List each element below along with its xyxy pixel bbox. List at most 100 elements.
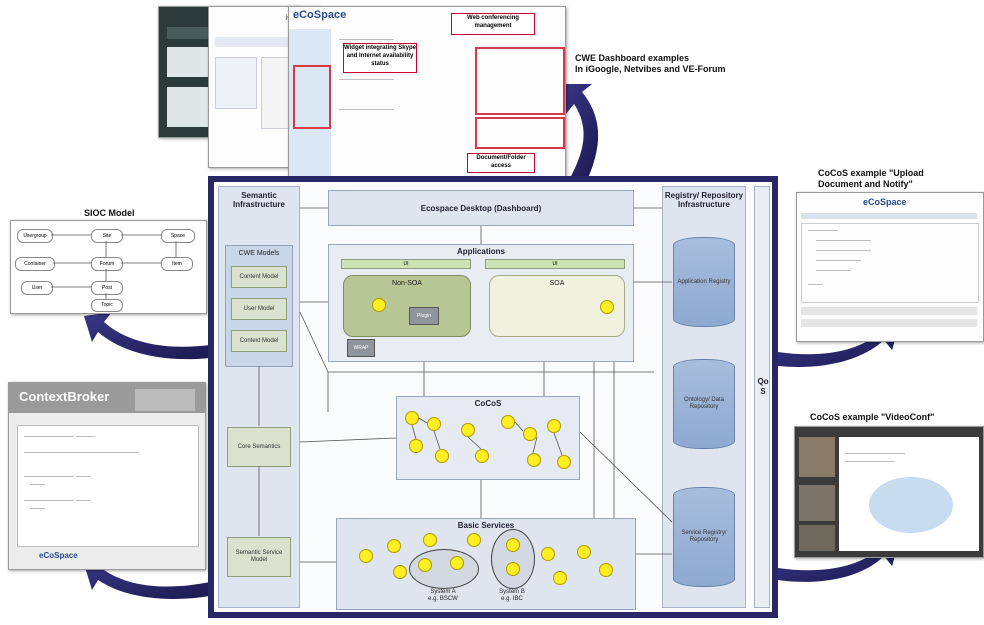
service-dot bbox=[577, 545, 591, 559]
thumb-bar bbox=[215, 37, 311, 47]
thumbnail-sioc-model: Usergroup Site Space Container Forum Ite… bbox=[10, 220, 207, 314]
service-registry: Service Registry/ Repository bbox=[673, 487, 735, 587]
thumb-text: ——————————— bbox=[816, 238, 871, 244]
service-dot bbox=[506, 562, 520, 576]
caption-sioc-model: SIOC Model bbox=[84, 208, 135, 218]
callout-widget: Widget integrating Skype and Internet av… bbox=[343, 43, 417, 73]
caption-cocos-upload: CoCoS example "Upload Document and Notif… bbox=[818, 168, 924, 190]
cocos-dot bbox=[409, 439, 423, 453]
ui-left: UI bbox=[341, 259, 471, 269]
registry-title: Registry/ Repository Infrastructure bbox=[664, 191, 744, 209]
caption-cwe-dashboard: CWE Dashboard examples In iGoogle, Netvi… bbox=[575, 53, 726, 75]
cb-text: ——— bbox=[30, 482, 45, 488]
sioc-node: Container bbox=[15, 257, 55, 271]
system-a-group bbox=[409, 549, 479, 589]
sioc-node: Site bbox=[91, 229, 123, 243]
cwe-models-group: CWE Models Content Model User Model Cont… bbox=[225, 245, 293, 367]
system-b-group bbox=[491, 529, 535, 589]
caption-line: Document and Notify" bbox=[818, 179, 913, 189]
basic-services-box: Basic Services System A e.g. BSCW System… bbox=[336, 518, 636, 610]
thumb-text: ——————— bbox=[816, 268, 851, 274]
thumb-text: —————— bbox=[808, 228, 838, 234]
thumb-highlight bbox=[475, 47, 565, 115]
thumb-highlight bbox=[293, 65, 331, 129]
basic-services-title: Basic Services bbox=[457, 521, 515, 530]
cb-text: ——————————————————————— bbox=[24, 450, 139, 456]
label-line: e.g. BSCW bbox=[428, 596, 458, 602]
service-dot bbox=[467, 533, 481, 547]
video-feed bbox=[799, 437, 835, 477]
component-dot bbox=[600, 300, 614, 314]
callout-web-conf: Web conferencing management bbox=[451, 13, 535, 35]
thumb-bar bbox=[801, 307, 977, 315]
non-soa-label: Non-SOA bbox=[392, 280, 422, 287]
thumb-text: ——————————— bbox=[339, 37, 394, 43]
ui-right: UI bbox=[485, 259, 625, 269]
callout-doc: Document/Folder access bbox=[467, 153, 535, 173]
label-line: e.g. IBC bbox=[501, 596, 523, 602]
semantic-service-model: Semantic Service Model bbox=[227, 537, 291, 577]
cocos-dot bbox=[461, 423, 475, 437]
caption-line: CoCoS example "Upload bbox=[818, 168, 924, 178]
cb-text: ——— bbox=[30, 506, 45, 512]
application-registry: Application Registry bbox=[673, 237, 735, 327]
cb-ecospace-logo: eCoSpace bbox=[39, 551, 78, 560]
context-model: Context Model bbox=[231, 330, 287, 352]
diagram-connectors bbox=[258, 207, 673, 563]
cocos-dot bbox=[435, 449, 449, 463]
sioc-node: Usergroup bbox=[17, 229, 53, 243]
cb-title: ContextBroker bbox=[19, 389, 110, 404]
ecospace-desktop: Ecospace Desktop (Dashboard) bbox=[328, 190, 634, 226]
registry-column: Registry/ Repository Infrastructure Appl… bbox=[662, 186, 746, 608]
thumbnail-upload: eCoSpace —————— ——————————— ——————————— … bbox=[796, 192, 984, 342]
core-semantics: Core Semantics bbox=[227, 427, 291, 467]
caption-line: In iGoogle, Netvibes and VE-Forum bbox=[575, 64, 726, 74]
cwe-models-title: CWE Models bbox=[238, 250, 280, 257]
service-dot bbox=[393, 565, 407, 579]
content-model: Content Model bbox=[231, 266, 287, 288]
upload-ecospace-logo: eCoSpace bbox=[863, 197, 907, 207]
system-b-label: System B e.g. IBC bbox=[483, 589, 541, 603]
sioc-edges bbox=[51, 234, 177, 299]
cocos-dot bbox=[427, 417, 441, 431]
non-soa-app: Non-SOA bbox=[343, 275, 471, 337]
sioc-node: Forum bbox=[91, 257, 123, 271]
sioc-node: Topic bbox=[91, 299, 123, 312]
sioc-node: Space bbox=[161, 229, 195, 243]
cb-login-box bbox=[135, 389, 195, 411]
applications-title: Applications bbox=[456, 247, 505, 256]
architecture-diagram: Semantic Infrastructure CWE Models Conte… bbox=[208, 176, 778, 618]
service-dot bbox=[541, 547, 555, 561]
ecospace-logo: eCoSpace bbox=[293, 9, 347, 21]
service-dot bbox=[359, 549, 373, 563]
component-dot bbox=[372, 298, 386, 312]
sioc-node: User bbox=[21, 281, 53, 295]
thumb-highlight bbox=[475, 117, 565, 149]
cocos-dot bbox=[557, 455, 571, 469]
ontology-repository: Ontology/ Data Repository bbox=[673, 359, 735, 449]
thumb-text: ——————————— bbox=[816, 248, 871, 254]
cocos-dot bbox=[405, 411, 419, 425]
label-line: System A bbox=[430, 589, 456, 595]
arrow-to-contextbroker bbox=[84, 560, 210, 599]
thumb-text: ——————————— bbox=[339, 77, 394, 83]
cb-text: —————————— ———— bbox=[24, 434, 96, 440]
upload-tree: —————— ——————————— ——————————— —————————… bbox=[801, 223, 979, 303]
caption-cocos-videoconf: CoCoS example "VideoConf" bbox=[810, 412, 935, 422]
qos-label: QoS bbox=[757, 377, 769, 396]
thumb-bar bbox=[801, 319, 977, 327]
cocos-dot bbox=[523, 427, 537, 441]
label-line: System B bbox=[499, 589, 525, 595]
thumb-text: ————————— bbox=[816, 258, 861, 264]
thumb-text: —————————— bbox=[845, 459, 895, 465]
service-dot bbox=[553, 571, 567, 585]
service-dot bbox=[387, 539, 401, 553]
cb-content: —————————— ———— ——————————————————————— … bbox=[17, 425, 199, 547]
arrow-to-videoconf bbox=[778, 540, 900, 582]
system-a-label: System A e.g. BSCW bbox=[411, 589, 475, 603]
thumb-text: ——————————— bbox=[339, 107, 394, 113]
cocos-title: CoCoS bbox=[474, 399, 502, 408]
user-model: User Model bbox=[231, 298, 287, 320]
arrow-to-sioc bbox=[84, 312, 210, 360]
